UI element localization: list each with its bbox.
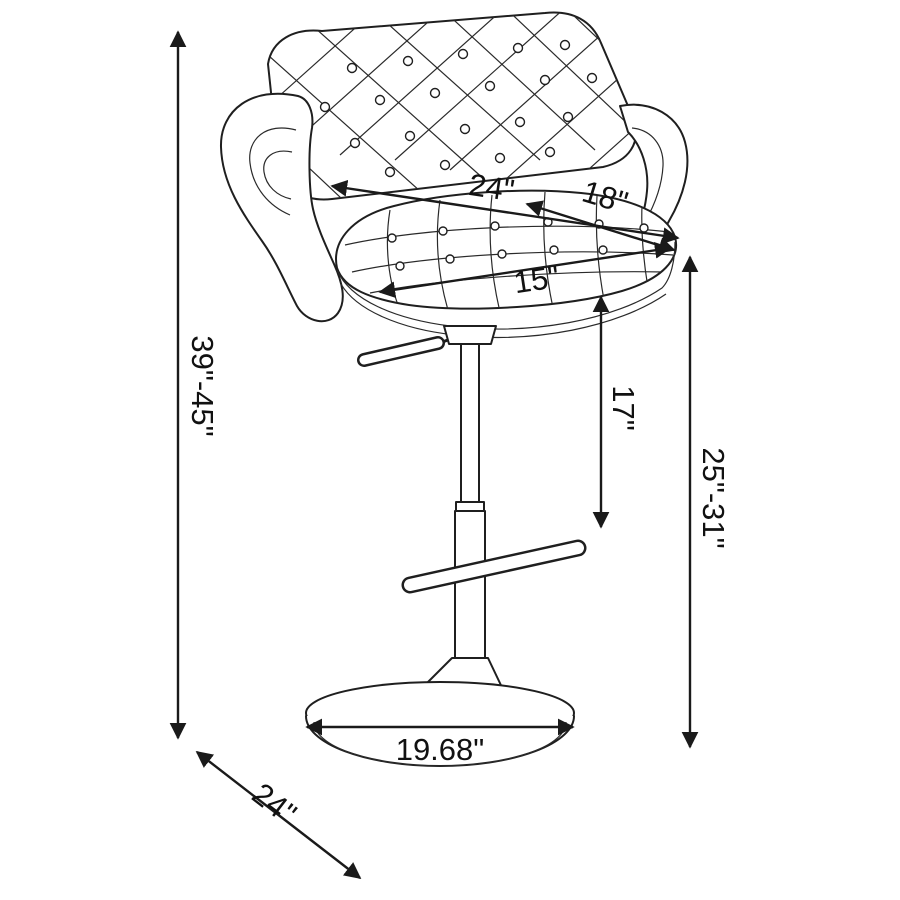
column-lower-tube (454, 510, 486, 659)
column-collar (443, 325, 497, 345)
stool-drawing (219, 11, 689, 767)
dimension-seat-height: 25"-31" (681, 255, 731, 749)
base-foot-ring (313, 721, 567, 767)
dimension-label-overall-height: 39"-45" (185, 335, 220, 436)
dimension-label-seat-height: 25"-31" (696, 447, 731, 548)
stool-backrest (267, 11, 637, 201)
dimension-footrest-height: 17" (592, 295, 641, 529)
dimension-label-back-width: 24" (466, 167, 516, 208)
dimension-label-seat-width: 15" (511, 259, 561, 300)
gas-lift-lever (357, 334, 459, 367)
dimension-label-overall-depth: 24" (246, 776, 303, 832)
dimension-overall-depth: 24" (195, 750, 362, 880)
dimension-line-seat-width (378, 241, 672, 299)
left-armrest-inner-curve (249, 127, 297, 216)
column-adjust-ring (455, 501, 485, 512)
pedestal-column (443, 325, 497, 659)
footrest-fill (404, 542, 584, 591)
dimension-line-overall-depth (195, 750, 362, 880)
dimension-label-footrest-height: 17" (606, 385, 641, 431)
dimension-overall-height: 39"-45" (169, 30, 220, 740)
lever-handle-fill (359, 338, 443, 365)
dimension-seat-width: 15" (378, 241, 672, 300)
column-upper-rod (460, 343, 480, 503)
left-armrest-inner-curve-2 (263, 150, 293, 200)
dimension-base-diameter: 19.68" (305, 718, 575, 767)
dimension-label-base-diameter: 19.68" (396, 732, 485, 767)
left-armrest-outline (219, 92, 344, 323)
backrest-buttons (319, 39, 598, 178)
stool-left-armrest (219, 92, 344, 323)
footrest-bar (401, 539, 587, 594)
